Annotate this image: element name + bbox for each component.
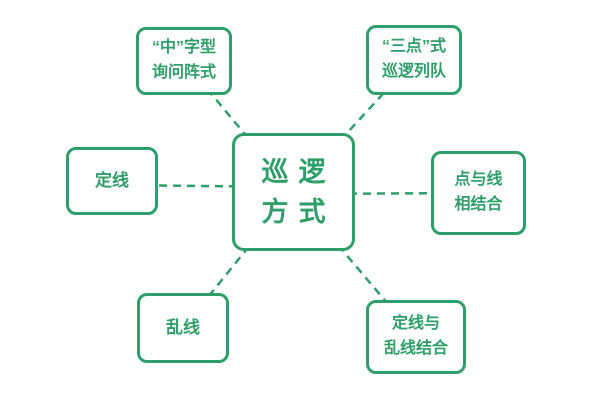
node-three-point-patrol: “三点”式 巡逻列队 <box>366 25 462 95</box>
node-label: 定线与 <box>391 315 440 333</box>
node-patrol-methods: 巡逻 方式 <box>232 133 355 251</box>
node-fixed-route: 定线 <box>66 147 158 215</box>
node-fixed-random-combined: 定线与 乱线结合 <box>366 300 466 374</box>
node-label: 巡逻列队 <box>381 63 446 80</box>
node-point-line-combined: 点与线 相结合 <box>431 151 526 235</box>
node-label: 询问阵式 <box>151 64 216 81</box>
node-zhong-formation: “中”字型 询问阵式 <box>136 27 232 95</box>
node-label: 巡逻 <box>261 156 336 187</box>
node-label: 点与线 <box>454 171 503 189</box>
node-random-route: 乱线 <box>137 293 229 363</box>
node-label: 乱线结合 <box>383 340 448 357</box>
node-label: 相结合 <box>454 196 503 213</box>
node-label: 定线 <box>95 170 129 190</box>
node-label: “三点”式 <box>381 38 446 56</box>
node-label: 乱线 <box>166 317 200 337</box>
node-label: “中”字型 <box>151 39 216 57</box>
node-label: 方式 <box>261 197 336 227</box>
